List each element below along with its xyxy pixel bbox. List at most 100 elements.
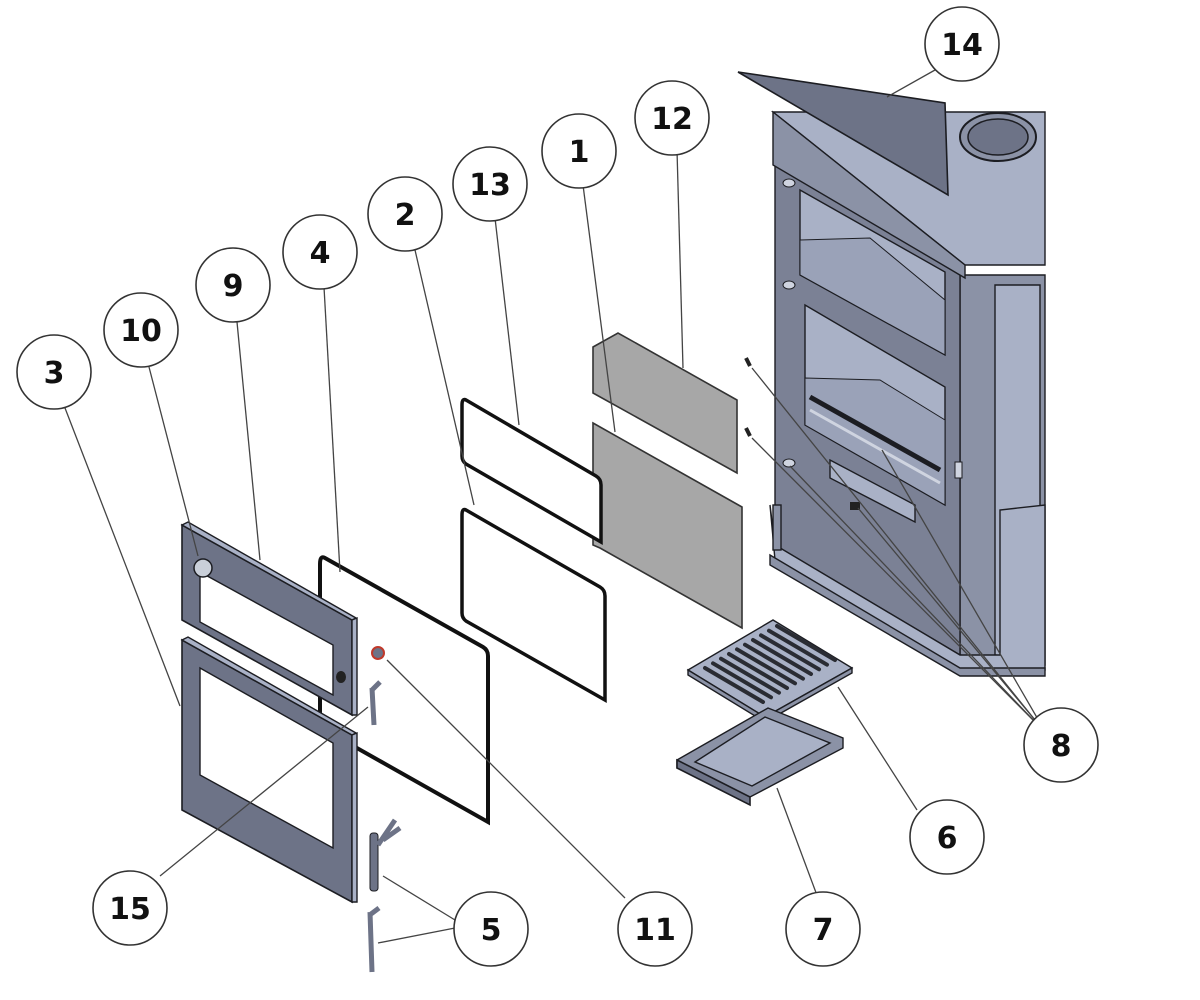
hinge-pin	[782, 458, 796, 468]
baffle-plate	[737, 71, 949, 197]
callout-15: 15	[92, 870, 168, 946]
leader-8b	[751, 437, 1036, 723]
flue-opening	[967, 118, 1029, 156]
callout-1: 1	[541, 113, 617, 189]
callout-label: 6	[937, 821, 958, 856]
callout-label: 2	[395, 198, 416, 233]
door-hinge-bracket	[375, 818, 402, 847]
callout-7: 7	[785, 891, 861, 967]
hinge-pin	[782, 280, 796, 290]
callout-label: 10	[120, 314, 162, 349]
callout-label: 14	[941, 28, 983, 63]
callout-9: 9	[195, 247, 271, 323]
grate-slot	[759, 633, 821, 672]
callout-label: 13	[469, 168, 511, 203]
callout-label: 4	[310, 236, 331, 271]
stove-top-edge	[772, 110, 966, 280]
callout-label: 12	[651, 102, 693, 137]
upper-door-window	[199, 570, 334, 697]
leader-14	[886, 69, 936, 98]
callout-label: 1	[569, 135, 590, 170]
grate-slot	[751, 638, 813, 676]
upper-side-panel	[592, 332, 738, 475]
screw	[744, 357, 752, 367]
firebox-bar	[809, 408, 941, 485]
hinge-pin	[782, 178, 796, 188]
firebox-bar	[808, 394, 942, 473]
upper-door-latch	[336, 671, 346, 683]
ash-pan-front-lip	[676, 758, 751, 807]
latch-catch	[954, 461, 963, 479]
grate-slot	[719, 656, 781, 695]
screw	[744, 427, 752, 437]
leader-12	[676, 149, 684, 369]
screw	[850, 502, 860, 510]
callout-label: 11	[634, 913, 676, 948]
leader-8e	[881, 449, 1044, 729]
leader-5b	[377, 927, 456, 944]
grate	[686, 619, 854, 724]
callout-label: 8	[1051, 729, 1072, 764]
callout-13: 13	[452, 146, 528, 222]
grate-slots	[703, 624, 837, 704]
leader-8a	[751, 367, 1036, 721]
leader-10	[148, 366, 199, 557]
leader-2	[414, 249, 475, 506]
callout-3: 3	[16, 334, 92, 410]
grate-slot	[703, 666, 765, 704]
callout-2: 2	[367, 176, 443, 252]
grate-slot	[775, 624, 837, 662]
lower-door-side-edge	[351, 731, 358, 903]
ash-pan-floor	[693, 716, 832, 787]
grate-slot	[743, 642, 805, 681]
lower-door-window	[199, 666, 334, 850]
callout-label: 15	[109, 892, 151, 927]
stove-air-slot	[829, 458, 916, 524]
leader-9	[236, 321, 261, 561]
leader-1	[582, 184, 616, 433]
stove-body	[769, 110, 1046, 677]
air-control-knob	[193, 558, 213, 578]
callout-label: 5	[481, 913, 502, 948]
stove-left-leg	[772, 504, 782, 551]
grate-slot	[727, 652, 789, 690]
leader-15	[159, 706, 369, 877]
leader-lines	[64, 69, 1044, 944]
grate-slot	[767, 628, 829, 667]
leader-8c	[789, 465, 1038, 725]
upper-door-frame	[180, 521, 358, 717]
grate-slot	[735, 647, 797, 686]
leader-4	[323, 286, 341, 573]
door-hinge-pin	[369, 832, 379, 892]
callout-10: 10	[103, 292, 179, 368]
callout-11: 11	[617, 891, 693, 967]
lower-door-frame	[180, 636, 358, 904]
ash-pan	[676, 707, 844, 807]
callout-8: 8	[1023, 707, 1099, 783]
door-hinge-lower	[367, 906, 381, 973]
callout-6: 6	[909, 799, 985, 875]
callout-5: 5	[453, 891, 529, 967]
door-latch-upper	[369, 680, 382, 726]
grate-slot	[711, 661, 773, 700]
callouts: 14 12 1 13 2 4 9 10 3 15 11 5 6 7 8	[16, 6, 1099, 967]
callout-label: 7	[813, 913, 834, 948]
stove-base-edge	[769, 553, 1046, 677]
leader-6	[837, 686, 918, 811]
leader-5a	[382, 875, 456, 921]
lower-door-glass	[460, 507, 607, 704]
leader-11	[386, 659, 626, 899]
callout-14: 14	[924, 6, 1000, 82]
door-handle-knob	[371, 646, 385, 660]
callout-label: 9	[223, 269, 244, 304]
stove-firebox-floor	[804, 377, 946, 506]
callout-4: 4	[282, 214, 358, 290]
leader-7	[776, 787, 819, 899]
leader-8d	[857, 507, 1041, 727]
upper-door-side-edge	[351, 616, 358, 716]
leader-3	[64, 407, 181, 707]
callout-12: 12	[634, 80, 710, 156]
leader-13	[494, 217, 520, 426]
